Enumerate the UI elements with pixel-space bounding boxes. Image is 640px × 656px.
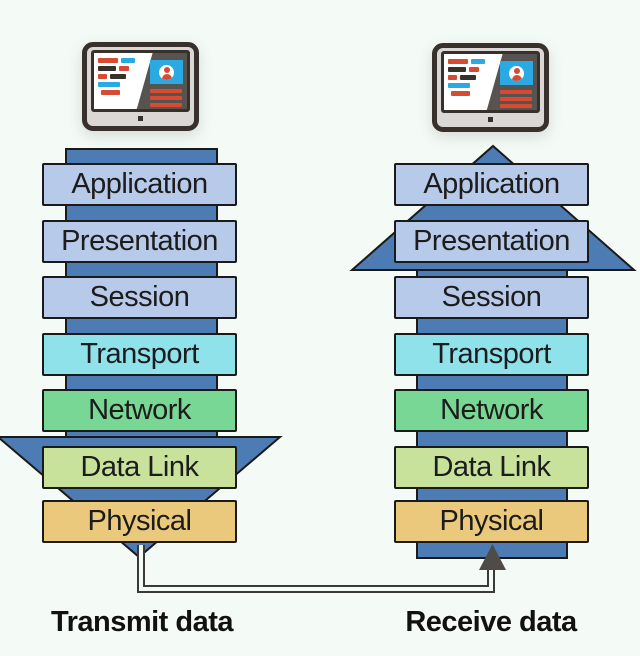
avatar-card bbox=[150, 60, 183, 84]
screen-text-bar bbox=[500, 97, 532, 101]
screen-text-bar bbox=[460, 75, 476, 80]
screen-text-bar bbox=[448, 75, 457, 80]
receive-layer-box-network: Network bbox=[394, 389, 589, 432]
connector-arrowhead-icon bbox=[479, 544, 506, 570]
monitor-button-icon bbox=[138, 116, 143, 121]
monitor-button-icon bbox=[488, 117, 493, 122]
transmit-layer-box-session: Session bbox=[42, 276, 237, 319]
screen-text-bar bbox=[150, 89, 182, 93]
screen-text-bar bbox=[98, 74, 107, 79]
screen-text-bar bbox=[110, 74, 126, 79]
screen-text-bar bbox=[98, 58, 118, 63]
transmit-layer-box-data-link: Data Link bbox=[42, 446, 237, 489]
screen-text-bar bbox=[451, 91, 470, 96]
connector-line-inner bbox=[139, 545, 493, 591]
screen-text-bar bbox=[101, 90, 120, 95]
transmit-layer-box-presentation: Presentation bbox=[42, 220, 237, 263]
monitor-screen bbox=[91, 50, 190, 112]
receive-layer-box-data-link: Data Link bbox=[394, 446, 589, 489]
screen-text-bar bbox=[150, 103, 182, 107]
screen-text-bar bbox=[448, 83, 470, 88]
screen-text-bar bbox=[98, 82, 120, 87]
receive-layer-box-physical: Physical bbox=[394, 500, 589, 543]
avatar-head bbox=[163, 66, 170, 73]
screen-text-bar bbox=[500, 104, 532, 108]
transmit-layer-box-physical: Physical bbox=[42, 500, 237, 543]
transmit-computer-icon bbox=[82, 42, 199, 131]
transmit-data-label: Transmit data bbox=[50, 606, 234, 638]
screen-text-bar bbox=[121, 58, 135, 63]
receive-layer-box-session: Session bbox=[394, 276, 589, 319]
user-avatar-icon bbox=[509, 65, 524, 81]
monitor-screen bbox=[441, 51, 540, 113]
receive-layer-box-presentation: Presentation bbox=[394, 220, 589, 263]
transmit-layer-box-transport: Transport bbox=[42, 333, 237, 376]
screen-text-bar bbox=[471, 59, 485, 64]
screen-text-bar bbox=[448, 67, 466, 72]
screen-text-bar bbox=[448, 59, 468, 64]
avatar-body bbox=[161, 73, 172, 80]
transmit-layer-box-network: Network bbox=[42, 389, 237, 432]
avatar-head bbox=[513, 67, 520, 74]
user-avatar-icon bbox=[159, 64, 174, 80]
screen-text-bar bbox=[500, 90, 532, 94]
screen-text-bar bbox=[98, 66, 116, 71]
avatar-body bbox=[511, 74, 522, 81]
screen-text-bar bbox=[119, 66, 129, 71]
screen-text-bar bbox=[150, 96, 182, 100]
screen-text-bar bbox=[469, 67, 479, 72]
avatar-card bbox=[500, 61, 533, 85]
receive-layer-box-transport: Transport bbox=[394, 333, 589, 376]
receive-computer-icon bbox=[432, 43, 549, 132]
receive-data-label: Receive data bbox=[405, 606, 577, 638]
receive-layer-box-application: Application bbox=[394, 163, 589, 206]
transmit-layer-box-application: Application bbox=[42, 163, 237, 206]
